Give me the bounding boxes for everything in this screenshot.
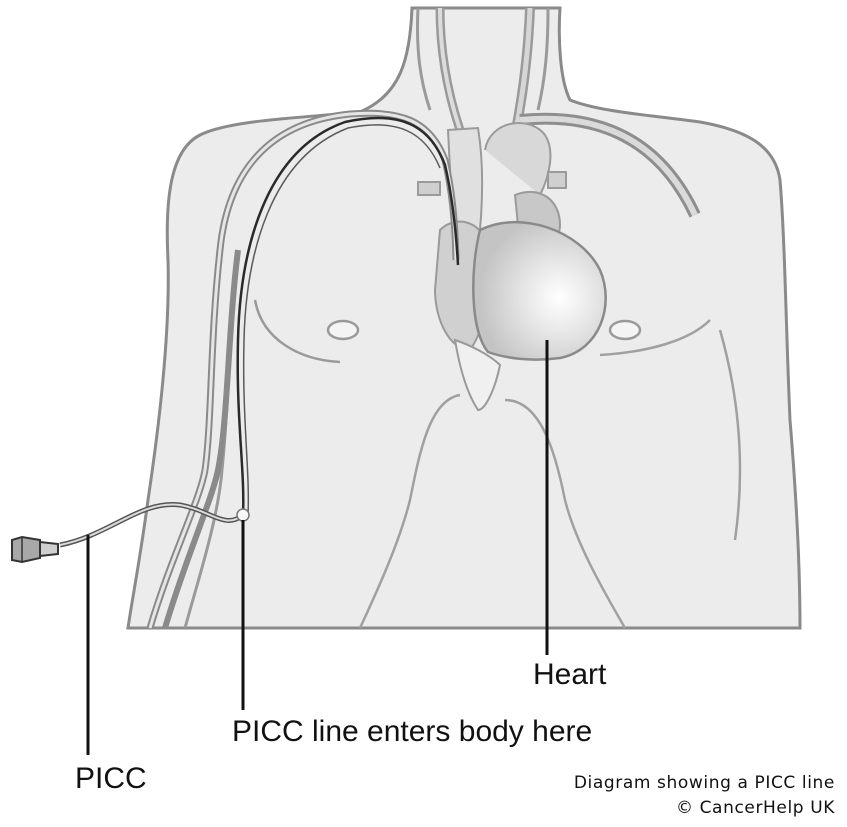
picc-label: PICC bbox=[75, 762, 147, 796]
heart-label: Heart bbox=[533, 658, 606, 692]
caption-credit: © CancerHelp UK bbox=[676, 798, 835, 818]
nipple-right bbox=[610, 321, 640, 339]
caption-title: Diagram showing a PICC line bbox=[574, 773, 835, 793]
vessel-stub-left bbox=[418, 182, 440, 195]
vessel-stub-right bbox=[548, 172, 566, 188]
entry-point-marker bbox=[237, 509, 249, 521]
entry-label: PICC line enters body here bbox=[232, 715, 592, 749]
picc-connector-icon bbox=[12, 537, 58, 562]
nipple-left bbox=[328, 321, 358, 339]
